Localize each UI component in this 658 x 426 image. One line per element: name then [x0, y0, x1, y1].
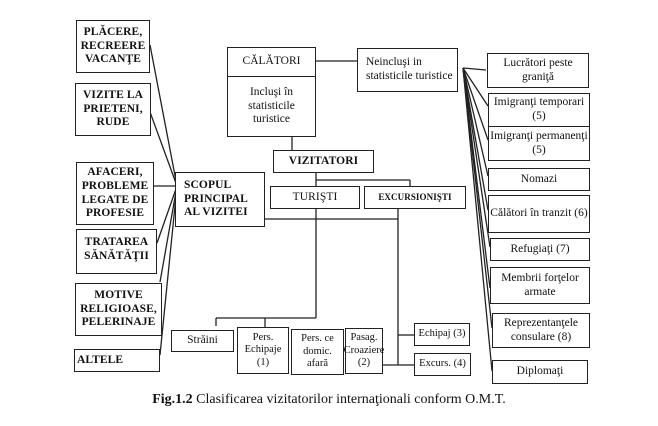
purpose-label: MOTIVE RELIGIOASE, PELERINAJE — [80, 289, 157, 329]
connector-excluded-2 — [462, 67, 489, 107]
figure-caption: Fig.1.2 Clasificarea vizitatorilor inter… — [0, 392, 658, 408]
box-purpose: ALTELE — [74, 349, 160, 372]
connector-excluded-9 — [462, 67, 493, 372]
box-excluded: Imigranţi permanenţi (5) — [488, 126, 590, 161]
tourist-type-label: Străini — [187, 334, 218, 347]
box-purpose: TRATAREA SĂNĂTĂŢII — [76, 229, 157, 274]
tourist-type-label: Pers. ce domic. afară — [301, 333, 334, 370]
box-tourist-type: Străini — [171, 330, 234, 352]
box-excluded: Lucrători peste graniţă — [487, 53, 589, 88]
box-inclusi: Incluşi în statisticile turistice — [227, 76, 316, 137]
excursionist-type-label: Excurs. (4) — [419, 358, 466, 370]
excluded-label: Membrii forţelor armate — [501, 271, 579, 298]
excluded-label: Imigranţi permanenţi (5) — [490, 129, 588, 156]
tourist-type-label: Pers. Echipaje (1) — [244, 331, 282, 368]
box-excursionist-type: Echipaj (3) — [414, 323, 470, 346]
neinclusi-label: Neincluşi in statisticile turistice — [366, 56, 453, 82]
box-excluded: Călători în tranzit (6) — [488, 195, 590, 233]
box-excluded: Membrii forţelor armate — [490, 267, 590, 304]
box-excluded: Nomazi — [488, 168, 590, 191]
tourist-type-label: Pasag. Croaziere (2) — [343, 332, 385, 369]
caption-label: Fig.1.2 — [152, 392, 193, 407]
connector-excluded-3 — [462, 67, 489, 141]
purpose-label: PLĂCERE, RECREERE VACANŢE — [80, 26, 146, 66]
connector-purpose-2 — [149, 111, 178, 187]
box-purpose: VIZITE LA PRIETENI, RUDE — [75, 83, 151, 136]
excluded-label: Lucrători peste graniţă — [503, 56, 573, 83]
box-excluded: Reprezentanţele consulare (8) — [492, 313, 590, 348]
caption-text: Clasificarea vizitatorilor internaţional… — [192, 392, 506, 407]
calatori-label: CĂLĂTORI — [242, 55, 301, 68]
excluded-label: Diplomaţi — [516, 365, 564, 378]
connector-purpose-6 — [159, 185, 178, 356]
excursionist-type-label: Echipaj (3) — [418, 328, 466, 340]
purpose-label: ALTELE — [77, 353, 124, 366]
box-excluded: Imigranţi temporari (5) — [488, 93, 590, 127]
box-purpose: MOTIVE RELIGIOASE, PELERINAJE — [75, 283, 162, 336]
box-excluded: Diplomaţi — [492, 360, 588, 384]
box-purpose: AFACERI, PROBLEME LEGATE DE PROFESIE — [76, 162, 154, 225]
box-tourist-type: Pers. ce domic. afară — [291, 329, 344, 375]
box-excluded: Refugiaţi (7) — [490, 238, 590, 261]
connector-purpose-4 — [156, 185, 178, 244]
box-neinclusi: Neincluşi in statisticile turistice — [357, 48, 458, 92]
purpose-label: VIZITE LA PRIETENI, RUDE — [82, 89, 144, 129]
purpose-label: TRATAREA SĂNĂTĂŢII — [84, 236, 149, 262]
box-purpose: PLĂCERE, RECREERE VACANŢE — [76, 20, 150, 73]
box-tourist-type: Pasag. Croaziere (2) — [343, 328, 385, 374]
box-scop: SCOPUL PRINCIPAL AL VIZITEI — [175, 172, 265, 227]
connector-excluded-1 — [462, 67, 487, 71]
purpose-label: AFACERI, PROBLEME LEGATE DE PROFESIE — [81, 166, 149, 220]
excluded-label: Refugiaţi (7) — [510, 242, 570, 255]
turisti-label: TURIŞTI — [292, 190, 338, 203]
box-excursionist-type: Excurs. (4) — [414, 353, 471, 376]
box-tourist-type: Pers. Echipaje (1) — [237, 327, 289, 374]
excursionisti-label: EXCURSIONIŞTI — [378, 192, 452, 203]
connector-purpose-5 — [159, 185, 178, 283]
excluded-label: Reprezentanţele consulare (8) — [503, 316, 579, 343]
excluded-label: Nomazi — [520, 172, 558, 185]
connector-purpose-1 — [149, 44, 178, 187]
vizitatori-label: VIZITATORI — [288, 154, 359, 167]
connector-excluded-4 — [462, 67, 489, 177]
scop-label: SCOPUL PRINCIPAL AL VIZITEI — [184, 179, 248, 219]
excluded-label: Imigranţi temporari (5) — [493, 96, 585, 122]
inclusi-label: Incluşi în statisticile turistice — [248, 86, 295, 126]
excluded-label: Călători în tranzit (6) — [490, 207, 588, 220]
connector-excluded-6 — [462, 67, 491, 248]
box-turisti: TURIŞTI — [270, 186, 360, 209]
connector-excluded-8 — [462, 67, 493, 329]
box-excursionisti: EXCURSIONIŞTI — [364, 186, 466, 209]
box-calatori: CĂLĂTORI — [227, 47, 316, 77]
box-vizitatori: VIZITATORI — [273, 150, 374, 173]
